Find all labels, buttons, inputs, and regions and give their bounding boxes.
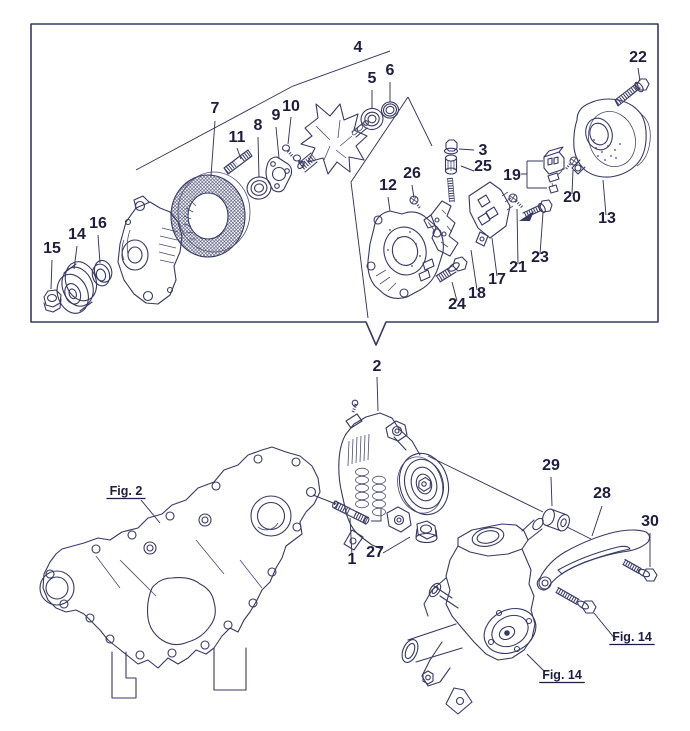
callout-22: 22 (629, 49, 647, 66)
part-27-flange-nut (415, 520, 438, 544)
callout-29: 29 (542, 457, 560, 474)
part-23-bolt (522, 199, 553, 219)
callout-16: 16 (89, 215, 107, 232)
cast-texture (387, 229, 421, 267)
subassembly-bracket (350, 96, 433, 319)
part-21-screw (508, 193, 524, 209)
front-bracket (117, 195, 183, 305)
fig14-pivot-bolt (555, 586, 597, 614)
callout-4: 4 (354, 39, 363, 56)
figure-ref-1[interactable]: Fig. 14 (612, 630, 652, 644)
part-1-stud (332, 500, 370, 525)
figure-ref-0[interactable]: Fig. 2 (110, 484, 143, 498)
part-11-stud-bolt (223, 149, 253, 175)
part-3-terminal-nut (443, 139, 459, 155)
callout-8: 8 (254, 117, 263, 134)
part-30-bolt (622, 558, 658, 582)
callout-1: 1 (348, 551, 357, 568)
callout-23: 23 (531, 249, 549, 266)
part-22-through-bolt (614, 78, 650, 107)
callout-18: 18 (468, 285, 486, 302)
part-10-screws (281, 144, 306, 168)
part-26-screw (409, 195, 421, 209)
leader-lines (50, 67, 651, 673)
callout-12: 12 (379, 177, 397, 194)
callout-6: 6 (386, 62, 395, 79)
callout-19: 19 (503, 167, 521, 184)
part-9-retainer-plate (265, 156, 293, 193)
part-2-alternator-assembly (338, 399, 450, 551)
callout-10: 10 (282, 98, 300, 115)
part-18-regulator (423, 200, 459, 257)
callout-14: 14 (68, 226, 86, 243)
callout-27: 27 (366, 544, 384, 561)
figure-ref-2[interactable]: Fig. 14 (542, 668, 582, 682)
part-6-cover-ring (380, 101, 400, 119)
callout-11: 11 (229, 129, 246, 146)
callout-26: 26 (403, 165, 421, 182)
water-pump-assembly (401, 517, 544, 715)
cast-texture (593, 139, 621, 161)
part-28-adjust-arm (536, 529, 651, 591)
stator-coils (355, 467, 386, 517)
callout-21: 21 (509, 259, 527, 276)
callout-3: 3 (479, 142, 488, 159)
terminal-stud (447, 177, 455, 203)
exploded-view-box (30, 23, 659, 346)
part-19-brush-set (543, 146, 565, 194)
callout-7: 7 (211, 100, 220, 117)
rotor-assembly-group-line (135, 50, 391, 171)
callout-28: 28 (593, 485, 611, 502)
part-7-stator (170, 171, 251, 258)
callout-24: 24 (448, 296, 466, 313)
callout-20: 20 (563, 189, 581, 206)
part-24-bolt (435, 256, 468, 283)
part-25-insulator (444, 154, 458, 175)
callout-2: 2 (373, 358, 382, 375)
callout-9: 9 (272, 107, 281, 124)
part-13-rear-cover (571, 98, 651, 178)
callout-15: 15 (43, 240, 61, 257)
impeller-flange (483, 607, 537, 655)
part-4-rotor (297, 103, 369, 175)
part-14-pulley (56, 261, 98, 314)
callout-30: 30 (641, 513, 659, 530)
part-29-spacer (542, 508, 570, 532)
part-8-bearing (246, 176, 272, 200)
part-16-collar (91, 259, 113, 287)
callout-13: 13 (598, 210, 616, 227)
bolt-holes (45, 454, 317, 660)
assembly-lines (312, 455, 592, 540)
callout-17: 17 (488, 271, 506, 288)
callout-25: 25 (474, 158, 492, 175)
part-5-bearing (360, 107, 384, 131)
alternator-pulley (397, 452, 450, 516)
part-15-pulley-nut (43, 289, 62, 313)
part-20-screw (565, 156, 579, 170)
part-12-rear-bracket (366, 210, 444, 300)
engine-gearcase (39, 446, 321, 699)
callout-5: 5 (368, 70, 377, 87)
part-17-rectifier (468, 181, 514, 247)
